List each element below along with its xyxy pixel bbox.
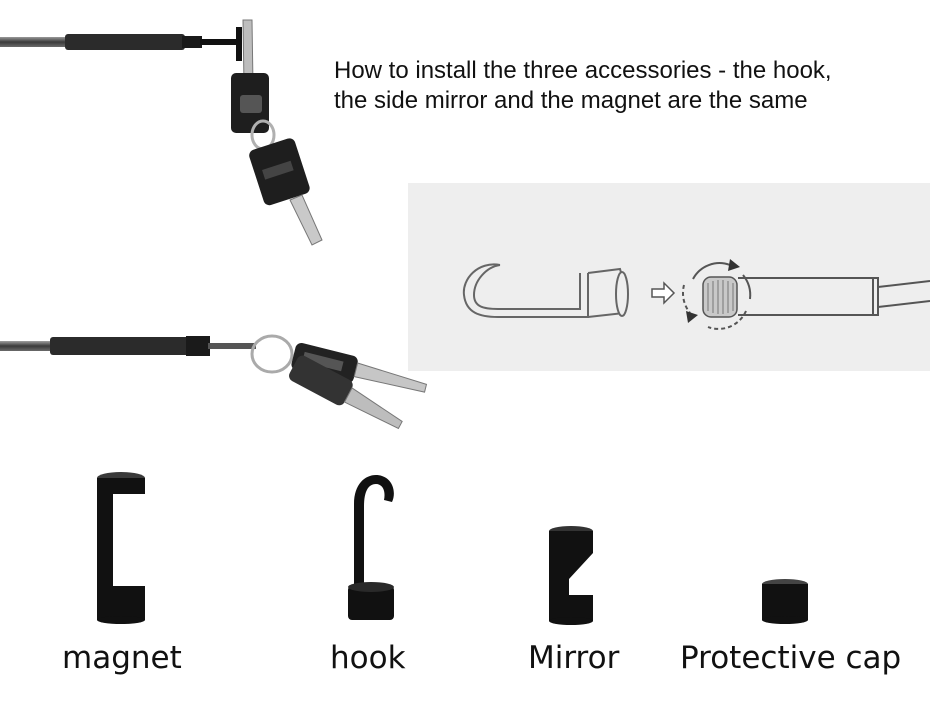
probe-hook-keys-photo — [0, 19, 323, 246]
magnet-accessory-icon — [97, 472, 145, 624]
label-hook: hook — [330, 640, 406, 676]
hook-outline-icon — [462, 263, 589, 318]
thread-icon — [702, 276, 738, 318]
rotate-icon — [681, 262, 752, 330]
mirror-accessory-icon — [549, 526, 593, 625]
instructions-line-2: the side mirror and the magnet are the s… — [334, 87, 808, 114]
label-protective-cap: Protective cap — [680, 640, 902, 676]
install-instructions: How to install the three accessories - t… — [334, 56, 914, 116]
probe-keys-ring-photo — [0, 334, 428, 430]
probe-camera-outline — [738, 277, 879, 316]
instructions-line-1: How to install the three accessories - t… — [334, 57, 832, 84]
install-diagram-drawing — [462, 259, 930, 330]
arrow-right-icon — [651, 281, 676, 305]
hook-accessory-icon — [348, 475, 394, 620]
label-magnet: magnet — [62, 640, 182, 676]
label-mirror: Mirror — [528, 640, 620, 676]
install-diagram — [408, 183, 930, 371]
protective-cap-accessory-icon — [762, 579, 808, 624]
